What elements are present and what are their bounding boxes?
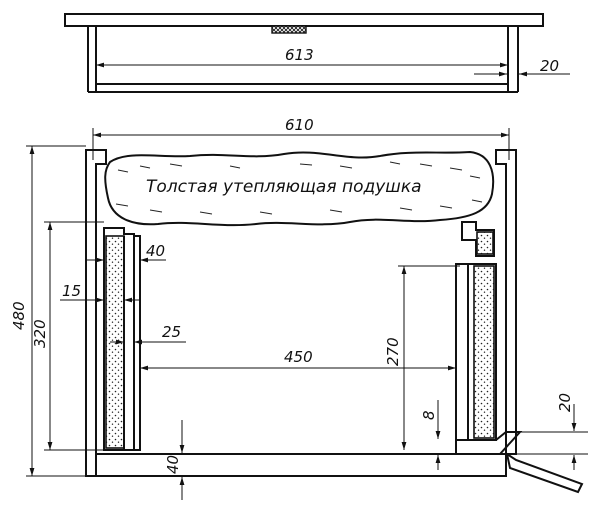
landing-board [505, 451, 584, 494]
dim-20-rim-label: 20 [540, 57, 559, 75]
dim-20-entrance-label: 20 [556, 393, 574, 412]
right-upper-insulation [476, 231, 494, 255]
dim-40-label: 40 [146, 242, 165, 260]
dim-613-label: 613 [285, 46, 314, 64]
lid-top-board [64, 13, 544, 27]
top-view-lid: 613 20 [64, 13, 570, 93]
dim-15-label: 15 [62, 282, 81, 300]
dim-40-bottom-label: 40 [164, 455, 182, 474]
dim-320-label: 320 [31, 319, 49, 348]
dim-450-label: 450 [284, 348, 313, 366]
dim-610-label: 610 [285, 116, 314, 134]
lid-vent-block [271, 25, 307, 34]
dim-270-label: 270 [384, 337, 402, 366]
right-insulation [473, 265, 495, 439]
section-view: 610 [10, 116, 588, 500]
dim-480-label: 480 [10, 301, 28, 330]
cushion-label: Толстая утепляющая подушка [146, 177, 422, 197]
insulating-cushion [104, 150, 495, 227]
cushion-texture [115, 161, 483, 215]
dim-8-label: 8 [420, 410, 438, 420]
right-outer-wall [495, 149, 517, 455]
bottom-board [95, 453, 507, 477]
dim-25-label: 25 [162, 323, 181, 341]
